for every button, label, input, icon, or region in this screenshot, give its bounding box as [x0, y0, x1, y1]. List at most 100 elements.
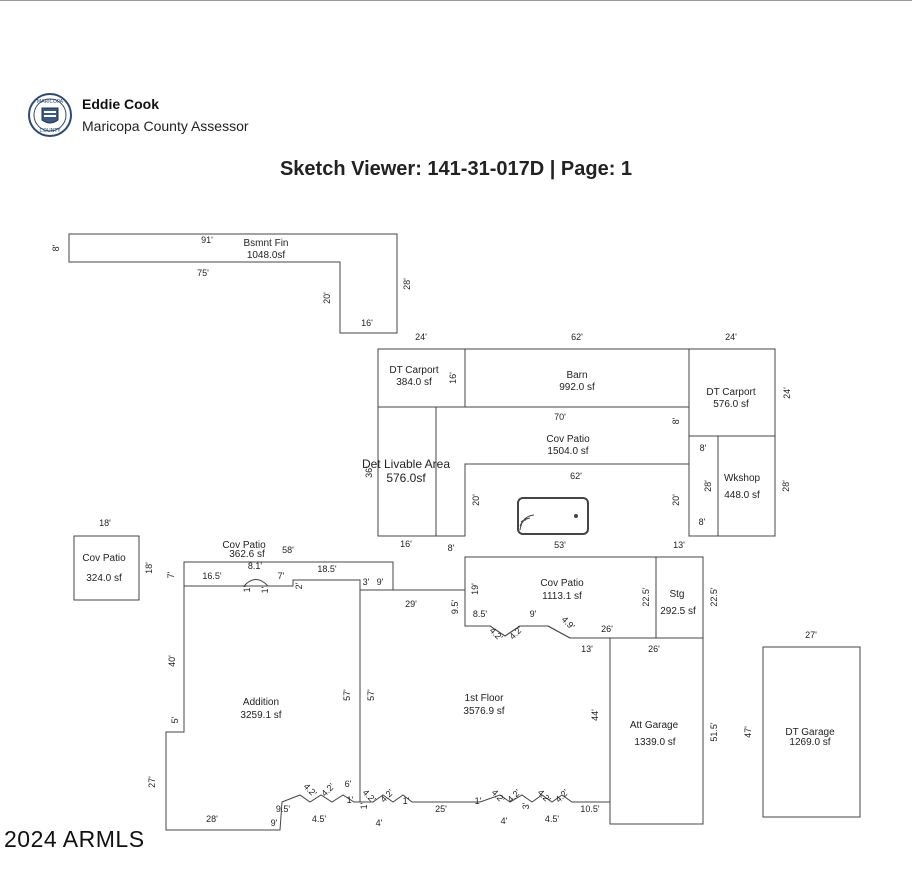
pool-outline [517, 497, 589, 535]
dimension-label: 44' [590, 709, 600, 721]
area-size: 1339.0 sf [634, 737, 675, 748]
dimension-label: 10.5' [580, 804, 600, 814]
dimension-label: 40' [167, 655, 177, 667]
dimension-label: 22.5' [641, 587, 651, 607]
dimension-label: 1' [347, 795, 354, 805]
dimension-label: 28' [781, 480, 791, 492]
armls-watermark: 2024 ARMLS [4, 826, 145, 852]
dimension-label: 20' [322, 292, 332, 304]
area-name: Cov Patio [540, 578, 584, 589]
dimension-label: 7' [166, 571, 176, 578]
dimension-label: 4.5' [312, 814, 327, 824]
dimension-label: 36' [364, 466, 374, 478]
dimension-label: 4.2' [302, 781, 319, 798]
dimension-label: 28' [402, 278, 412, 290]
addition-bay [243, 579, 269, 587]
dimension-label: 24' [782, 387, 792, 399]
area-size: 324.0 sf [86, 573, 122, 584]
area-size: 3576.9 sf [463, 706, 504, 717]
area-name: DT Carport [389, 365, 438, 376]
dimension-label: 1' [359, 802, 369, 809]
dimension-label: 5' [170, 716, 180, 723]
cov-patio-small-outline [73, 535, 140, 601]
dimension-label: 4' [376, 818, 383, 828]
area-size: 1113.1 sf [542, 591, 582, 602]
dimension-label: 9' [271, 818, 278, 828]
dimension-label: 9' [377, 577, 384, 587]
dimension-label: 8' [51, 244, 61, 251]
page-title: Sketch Viewer: 141-31-017D | Page: 1 [279, 158, 633, 180]
dimension-label: 1' [403, 796, 410, 806]
dimension-label: 28' [703, 480, 713, 492]
dimension-label: 29' [405, 599, 417, 609]
dimension-label: 1' [475, 796, 482, 806]
dimension-label: 16.5' [202, 571, 222, 581]
dimension-label: 8' [700, 443, 707, 453]
dimension-label: 20' [471, 494, 481, 506]
dimension-label: 58' [282, 545, 294, 555]
dimension-label: 1' [260, 586, 270, 593]
dimension-label: 28' [206, 814, 218, 824]
dimension-label: 57' [342, 689, 352, 701]
dimension-label: 4.2' [490, 787, 507, 804]
dimension-label: 25' [435, 804, 447, 814]
assessor-name: Eddie Cook [82, 96, 160, 112]
area-size: 3259.1 sf [240, 710, 281, 721]
area-name: DT Garage [785, 727, 835, 738]
dimension-label: 9.5' [276, 804, 291, 814]
area-name: Bsmnt Fin [243, 238, 288, 249]
area-size: 576.0 sf [713, 399, 749, 410]
seal-bottom-text: COUNTY [40, 128, 62, 134]
area-size: 1048.0sf [247, 250, 286, 261]
top-divider [0, 0, 912, 1]
area-name: Barn [566, 370, 587, 381]
area-name: Wkshop [724, 473, 761, 484]
dimension-label: 16' [448, 372, 458, 384]
dimension-label: 19' [470, 583, 480, 595]
dimension-label: 18.5' [317, 564, 337, 574]
area-name: Cov Patio [546, 434, 590, 445]
dimension-label: 4' [501, 816, 508, 826]
dimension-label: 4.2' [507, 624, 524, 641]
dimension-label: 51.5' [709, 722, 719, 742]
area-size: 362.6 sf [229, 549, 265, 560]
dimension-label: 4.2' [553, 787, 570, 804]
area-size: 448.0 sf [724, 490, 760, 501]
dimension-label: 26' [601, 624, 613, 634]
dimension-label: 4.5' [545, 814, 560, 824]
dimension-label: 9' [530, 609, 537, 619]
dimension-label: 8' [448, 543, 455, 553]
area-name: Addition [243, 697, 279, 708]
bsmnt-fin-outline [68, 233, 398, 334]
dimension-label: 4.9' [560, 614, 577, 631]
area-size: 292.5 sf [660, 606, 696, 617]
area-size: 992.0 sf [559, 382, 595, 393]
dimension-label: 62' [570, 471, 582, 481]
dimension-label: 27' [147, 776, 157, 788]
dimension-label: 16' [361, 318, 373, 328]
area-name: Det Livable Area [362, 457, 450, 471]
county-seal-icon: MARICOPA COUNTY [28, 93, 72, 137]
dimension-label: 8.5' [473, 609, 488, 619]
pool-steps [519, 514, 535, 531]
dimension-label: 3' [521, 802, 531, 809]
dimension-label: 4.2' [488, 625, 505, 642]
dimension-label: 75' [197, 268, 209, 278]
dimension-label: 27' [805, 630, 817, 640]
area-name: Cov Patio [222, 540, 266, 551]
area-name: Cov Patio [82, 553, 126, 564]
wkshop-outline [717, 435, 776, 537]
dimension-label: 2' [294, 582, 304, 589]
dimension-label: 13' [581, 644, 593, 654]
dt-garage-outline [762, 646, 861, 818]
dimension-label: 26' [648, 644, 660, 654]
dimension-label: 4.2' [536, 787, 553, 804]
area-size: 1269.0 sf [789, 737, 830, 748]
seal-top-text: MARICOPA [37, 99, 64, 105]
dimension-label: 57' [366, 689, 376, 701]
dimension-label: 1' [242, 585, 252, 592]
dimension-label: 6' [345, 779, 352, 789]
area-size: 576.0sf [386, 471, 426, 485]
dimension-label: 24' [725, 332, 737, 342]
